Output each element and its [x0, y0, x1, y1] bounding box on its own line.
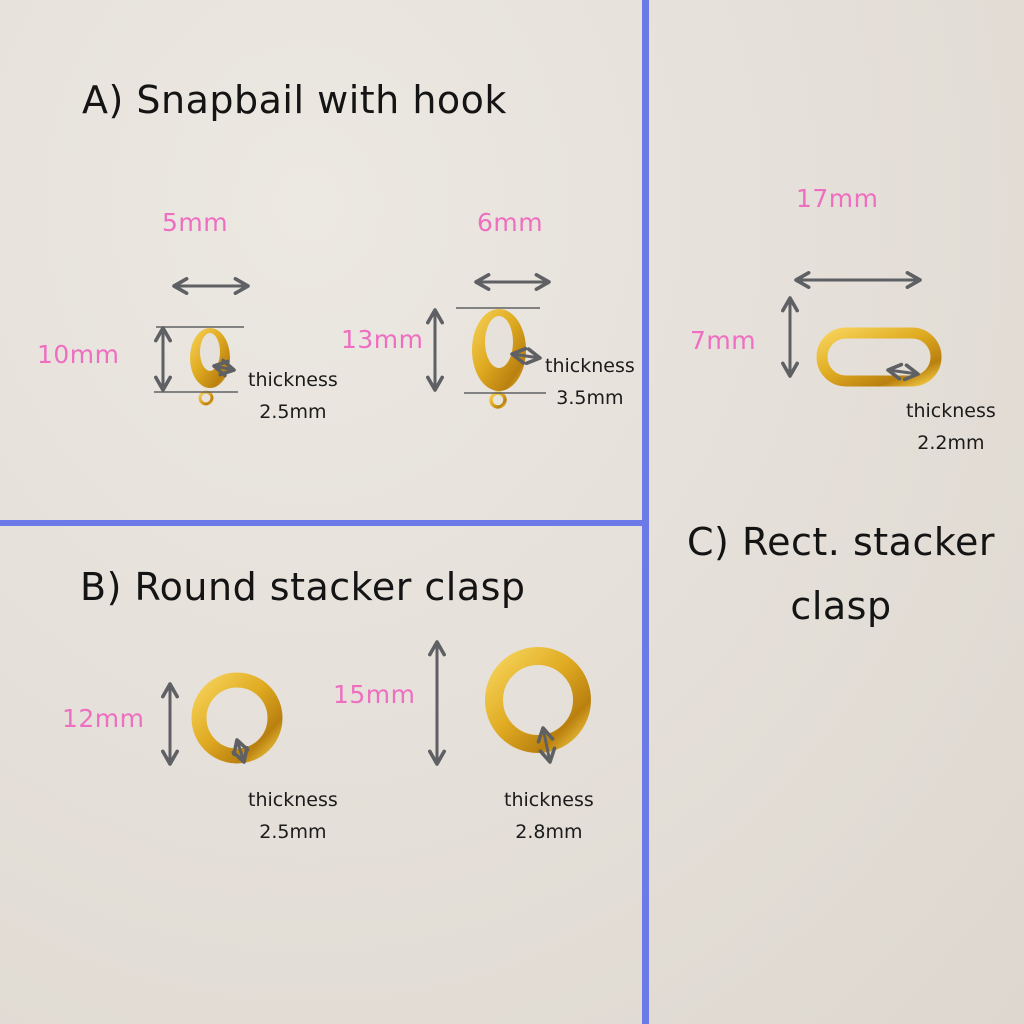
thickness-label: thickness [248, 369, 338, 391]
vertical-divider [642, 0, 649, 1024]
section-c-heading: C) Rect. stacker clasp [676, 510, 1006, 638]
thickness-value: 2.2mm [917, 432, 985, 454]
snapbail-small-width-label: 5mm [162, 208, 229, 237]
section-c-heading-line2: clasp [790, 584, 892, 628]
thickness-label: thickness [248, 789, 338, 811]
rect-clasp-height-label: 7mm [690, 326, 757, 355]
round-clasp-large-height-label: 15mm [333, 680, 416, 709]
thickness-value: 2.5mm [259, 821, 327, 843]
horizontal-divider [0, 520, 645, 526]
thickness-value: 3.5mm [556, 387, 624, 409]
snapbail-large-height-label: 13mm [341, 325, 424, 354]
thickness-value: 2.5mm [259, 401, 327, 423]
snapbail-large-thickness-arrow [510, 346, 542, 366]
round-clasp-large-thickness-arrow [536, 726, 557, 764]
section-c-heading-line1: C) Rect. stacker [687, 520, 995, 564]
round-clasp-large [485, 647, 591, 753]
section-b-heading: B) Round stacker clasp [80, 565, 526, 609]
thickness-label: thickness [545, 355, 635, 377]
thickness-value: 2.8mm [515, 821, 583, 843]
section-a-heading: A) Snapbail with hook [82, 78, 507, 122]
rect-clasp-thickness: thickness 2.2mm [906, 395, 996, 459]
round-clasp-small-thickness-arrow [231, 738, 250, 764]
round-clasp-small-height-label: 12mm [62, 704, 145, 733]
snapbail-small-thickness: thickness 2.5mm [248, 364, 338, 428]
snapbail-small-thickness-arrow [212, 358, 236, 378]
thickness-label: thickness [906, 400, 996, 422]
round-clasp-small-thickness: thickness 2.5mm [248, 784, 338, 848]
rect-clasp-thickness-arrow [886, 362, 920, 382]
round-clasp-large-thickness: thickness 2.8mm [504, 784, 594, 848]
thickness-label: thickness [504, 789, 594, 811]
snapbail-large-thickness: thickness 3.5mm [545, 350, 635, 414]
snapbail-large-width-label: 6mm [477, 208, 544, 237]
rect-clasp [816, 327, 942, 387]
snapbail-small-height-label: 10mm [37, 340, 120, 369]
rect-clasp-width-label: 17mm [796, 184, 879, 213]
